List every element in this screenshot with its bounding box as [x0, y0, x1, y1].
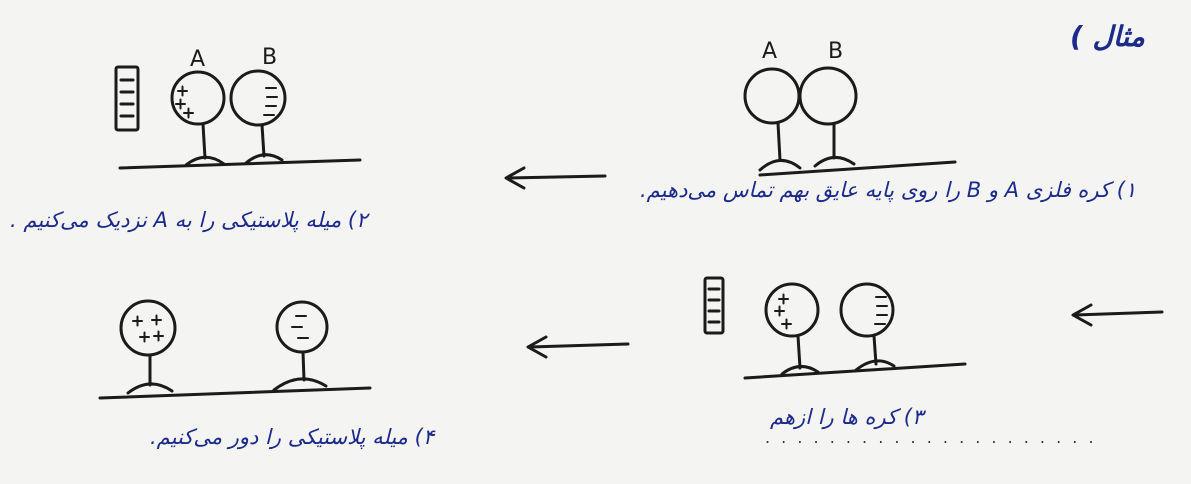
sphere-b: [839, 282, 896, 372]
ground-line: [758, 160, 957, 177]
sphere-b: [229, 69, 287, 165]
step-number: ۴): [414, 425, 435, 449]
step-text: کره فلزی A و B را روی پایه عایق بهم تماس…: [640, 178, 1110, 202]
step-3-note: ۳) کره ها را ازهم: [770, 405, 923, 429]
sphere-b-negative: [272, 300, 329, 392]
step-number: ۱): [1116, 178, 1137, 202]
label-b: B: [828, 39, 843, 64]
arrow-top: [504, 166, 607, 190]
sphere-b: [798, 66, 858, 168]
label-b: B: [262, 45, 277, 70]
plastic-rod: [114, 65, 140, 132]
step-2-note: ۲) میله پلاستیکی را به A نزدیک می‌کنیم .: [10, 208, 367, 232]
panel-3-spheres-separated: [703, 276, 967, 380]
sphere-a: [743, 67, 802, 172]
ground-line: [98, 386, 372, 400]
arrow-right: [1071, 303, 1164, 327]
step-number: ۲): [347, 208, 368, 232]
step-number: ۳): [903, 405, 924, 429]
ground-line: [118, 158, 362, 170]
step-text: میله پلاستیکی را به A نزدیک می‌کنیم .: [10, 208, 342, 232]
step-text: میله پلاستیکی را دور می‌کنیم.: [150, 425, 408, 449]
sphere-a: [764, 282, 820, 376]
label-a: A: [762, 39, 777, 64]
sphere-a-positive: [119, 299, 177, 395]
fill-in-blank-dots: . . . . . . . . . . . . . . . . . . . . …: [765, 428, 1097, 447]
sphere-a: [170, 70, 226, 167]
panel-1-touching-spheres: A B: [743, 39, 957, 177]
plastic-rod: [703, 276, 725, 335]
step-1-note: ۱) کره فلزی A و B را روی پایه عایق بهم ت…: [640, 178, 1136, 202]
panel-2-rod-near-a: A B: [114, 45, 362, 170]
label-a: A: [190, 47, 205, 72]
example-title: مثال ): [1070, 20, 1145, 53]
arrow-bottom: [526, 335, 630, 359]
step-4-note: ۴) میله پلاستیکی را دور می‌کنیم.: [150, 425, 434, 449]
step-text: کره ها را ازهم: [770, 405, 898, 429]
panel-4-rod-removed: [98, 299, 372, 400]
